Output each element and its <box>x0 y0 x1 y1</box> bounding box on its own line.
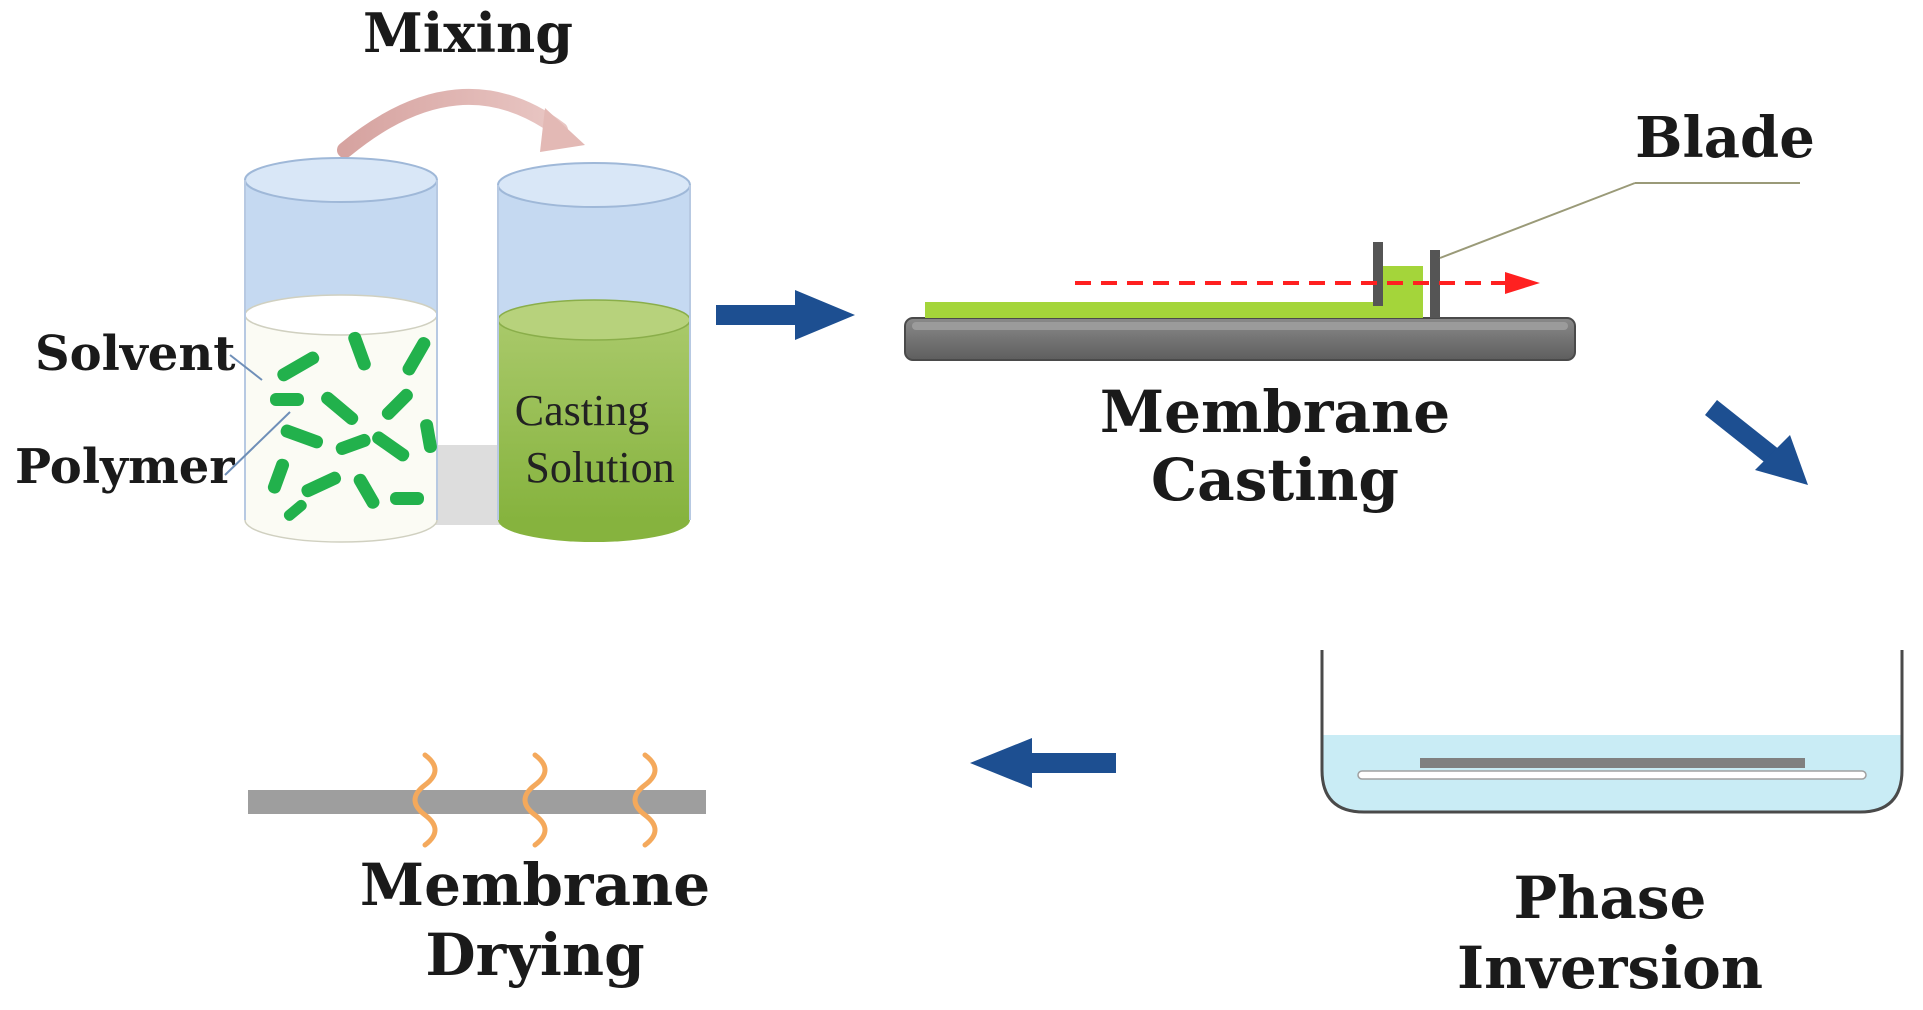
membrane-casting-step: Blade Membrane Casting <box>904 105 1815 514</box>
solution-pool <box>1378 266 1423 318</box>
casting-solution-label-1: Casting <box>515 386 649 435</box>
arrow-to-phase-inversion <box>1705 400 1808 485</box>
glass-in-bath <box>1357 770 1867 780</box>
mixing-label: Mixing <box>363 1 573 65</box>
mixing-step: Mixing <box>15 1 691 543</box>
cast-film <box>925 302 1408 318</box>
membrane-in-bath <box>1420 758 1805 768</box>
membrane-drying-step: Membrane Drying <box>248 752 710 989</box>
blade <box>1373 242 1440 318</box>
mixing-arrowhead <box>540 108 585 152</box>
blade-leader <box>1439 182 1636 259</box>
blade-label: Blade <box>1635 105 1815 171</box>
phase-inversion-label-1: Phase <box>1514 864 1707 932</box>
coagulation-bath <box>1320 650 1904 814</box>
arrow-to-drying <box>970 738 1116 788</box>
beaker-shadow <box>430 445 500 525</box>
membrane-casting-label-2: Casting <box>1151 446 1399 514</box>
polymer-label: Polymer <box>15 439 235 495</box>
casting-solution-beaker: Casting Solution <box>497 162 691 542</box>
drying-membrane <box>248 790 706 814</box>
mixing-arrow <box>337 88 568 158</box>
membrane-drying-label-2: Drying <box>425 921 644 989</box>
solvent-label: Solvent <box>35 326 235 382</box>
solvent-leader <box>229 354 263 381</box>
heat-waves <box>412 752 658 848</box>
arrow-to-casting <box>716 290 855 340</box>
casting-solution-label-2: Solution <box>525 443 674 492</box>
phase-inversion-step: Phase Inversion <box>1320 650 1904 1002</box>
solvent-beaker <box>244 157 438 543</box>
membrane-drying-label-1: Membrane <box>360 851 710 919</box>
phase-inversion-label-2: Inversion <box>1457 934 1763 1002</box>
polymer-leader <box>224 411 291 476</box>
membrane-casting-label-1: Membrane <box>1100 378 1450 446</box>
polymer-particles <box>267 331 437 521</box>
